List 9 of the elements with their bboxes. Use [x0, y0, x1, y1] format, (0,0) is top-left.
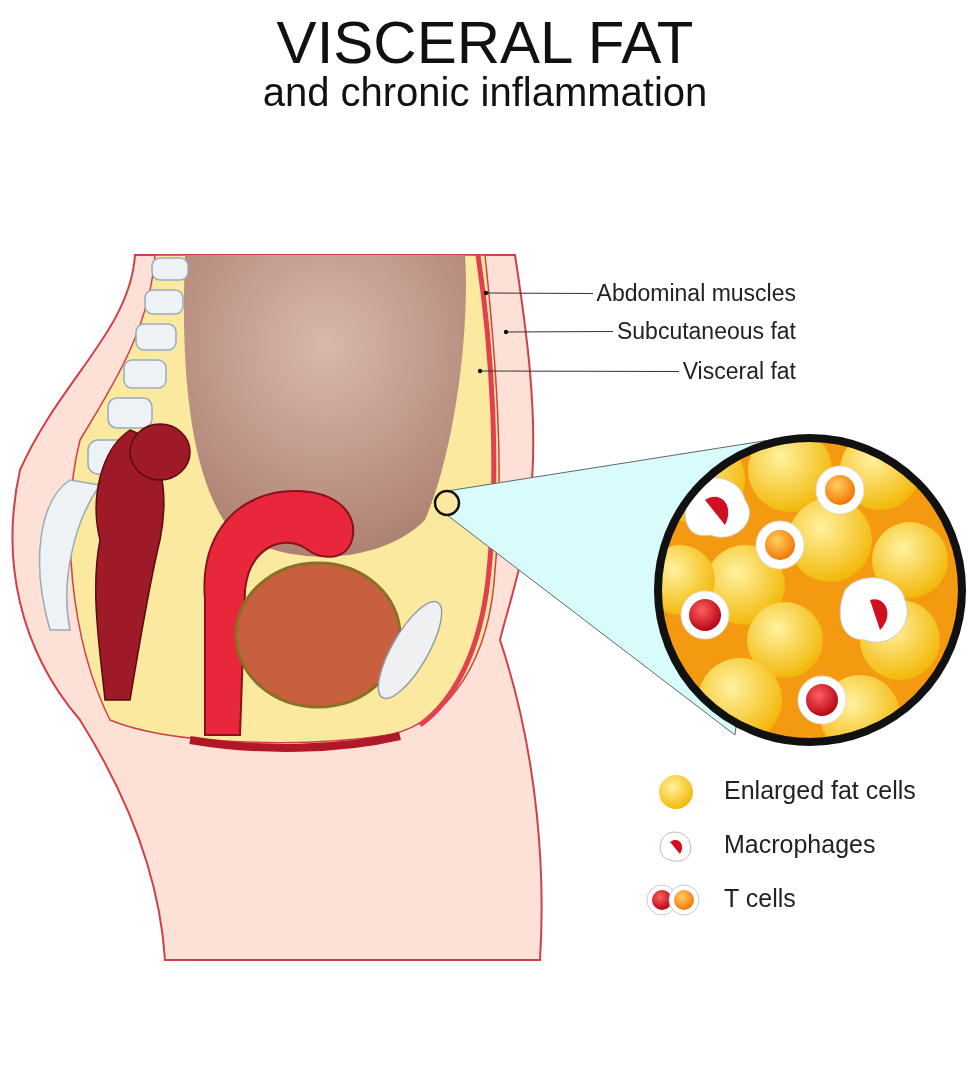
leader-line	[503, 329, 614, 335]
legend-label: T cells	[724, 884, 796, 913]
leader-label: Subcutaneous fat	[616, 318, 796, 345]
legend-label: Macrophages	[724, 830, 876, 859]
leader-line	[477, 368, 680, 374]
leader-label: Abdominal muscles	[596, 280, 796, 307]
legend-label: Enlarged fat cells	[724, 776, 916, 805]
leader-line	[483, 290, 594, 296]
leader-label: Visceral fat	[682, 358, 796, 385]
